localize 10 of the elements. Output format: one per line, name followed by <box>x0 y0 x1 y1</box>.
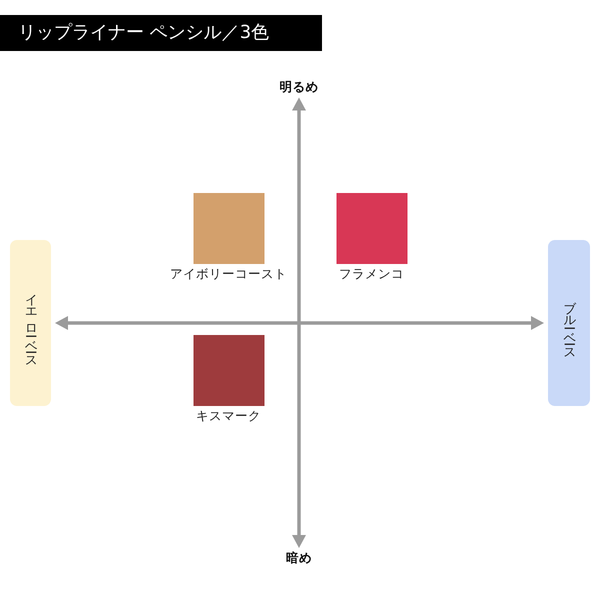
axis-arrow <box>55 316 544 330</box>
category-band: ブルーベース <box>548 240 590 406</box>
axis-label: 明るめ <box>280 81 318 94</box>
axis-arrow <box>292 98 306 548</box>
shade-name: アイボリーコースト <box>170 267 287 281</box>
category-band: イエローベース <box>10 240 51 406</box>
shade-name: キスマーク <box>196 409 261 423</box>
axis-label: 暗め <box>286 552 312 564</box>
title-banner: リップライナー ペンシル／3色 <box>0 15 322 51</box>
shade-name: フラメンコ <box>339 267 404 281</box>
